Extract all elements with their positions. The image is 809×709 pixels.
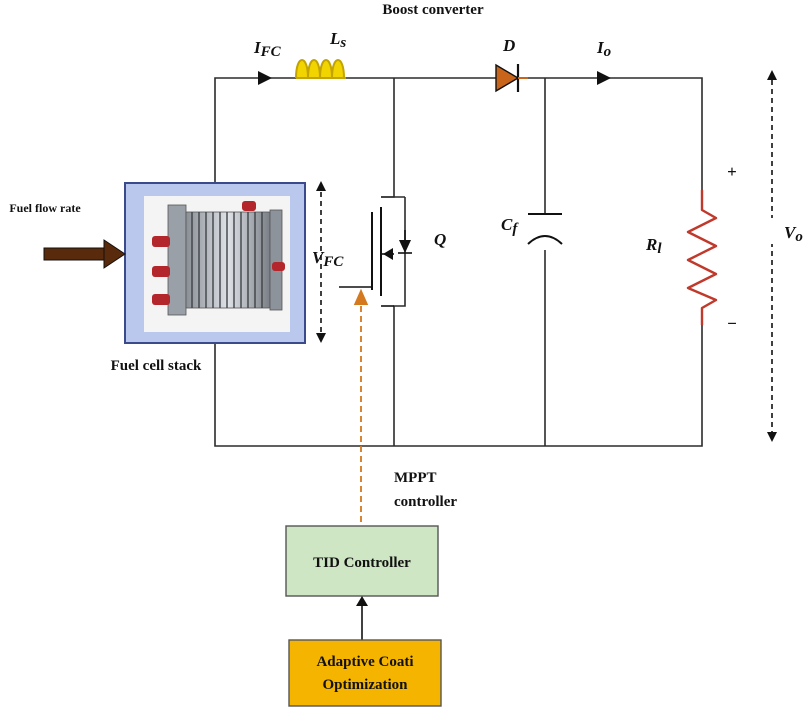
plus-sign: + xyxy=(727,162,737,181)
fuel-flow-arrow-icon xyxy=(43,239,126,269)
mppt-label-line1: MPPT xyxy=(394,470,437,486)
vo-label: Vo xyxy=(784,223,803,245)
ifc-arrow-icon xyxy=(258,71,272,85)
resistor-icon xyxy=(686,190,718,325)
diode-label: D xyxy=(502,36,515,55)
diode-icon xyxy=(495,63,528,93)
fuel-cell-stack-label: Fuel cell stack xyxy=(111,358,202,374)
fuel-cell-plates-icon xyxy=(152,201,285,316)
fuel-cell-stack xyxy=(124,182,306,344)
mosfet-icon xyxy=(339,207,412,307)
tid-controller-label: TID Controller xyxy=(313,555,411,571)
capacitor-label: Cf xyxy=(501,215,519,237)
aco-to-tid-arrow-icon xyxy=(356,596,368,606)
vo-arrow-icon xyxy=(767,70,777,442)
minus-sign: − xyxy=(727,314,737,333)
tid-controller-block xyxy=(285,525,439,597)
circuit-wires xyxy=(214,77,703,447)
aco-label-line1: Adaptive Coati xyxy=(316,654,413,670)
inductor-icon xyxy=(295,59,346,79)
vfc-arrow-icon xyxy=(316,181,326,343)
fuel-flow-label: Fuel flow rate xyxy=(9,201,81,215)
inductor-label: Ls xyxy=(329,29,346,51)
vfc-label: VFC xyxy=(312,248,344,270)
io-label: Io xyxy=(596,38,611,60)
diagram-title: Boost converter xyxy=(382,2,484,18)
ifc-label: IFC xyxy=(253,38,282,60)
capacitor-icon xyxy=(527,213,563,245)
mppt-label-line2: controller xyxy=(394,494,457,510)
mosfet-label: Q xyxy=(434,230,446,249)
aco-label-line2: Optimization xyxy=(323,677,409,693)
aco-block xyxy=(288,639,442,707)
io-arrow-icon xyxy=(597,71,611,85)
resistor-label: Rl xyxy=(645,235,662,257)
